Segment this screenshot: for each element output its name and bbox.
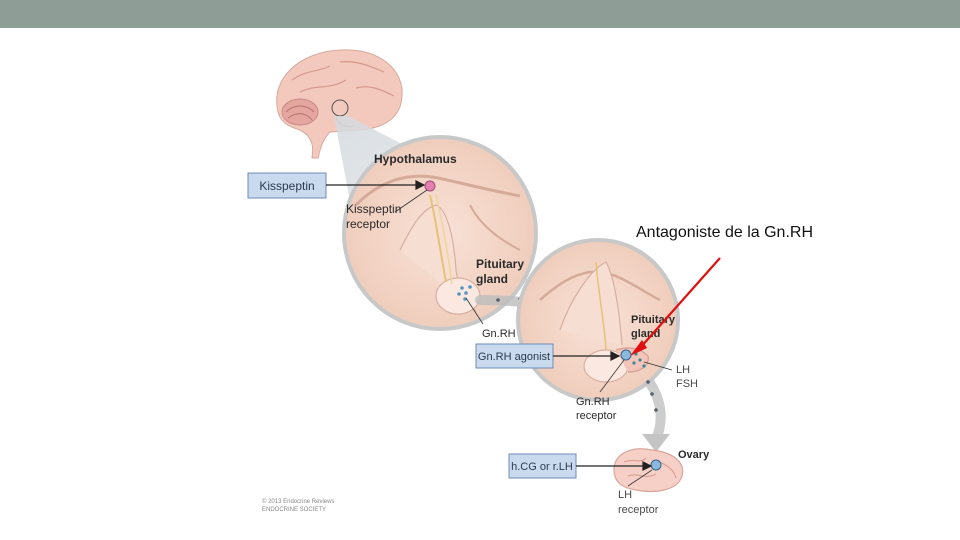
pituitary-b-label-line2: gland xyxy=(631,328,660,340)
copyright-notice: © 2013 Endocrine Reviews ENDOCRINE SOCIE… xyxy=(262,498,334,514)
slide-top-bar xyxy=(0,0,960,28)
copyright-line-1: © 2013 Endocrine Reviews xyxy=(262,499,335,505)
pituitary-b-label-line1: Pituitary xyxy=(631,314,676,326)
lh-fsh-granules xyxy=(632,352,646,368)
gnrh-receptor-label-line2: receptor xyxy=(576,410,617,422)
lh-label: LH xyxy=(676,364,690,376)
hypothalamus-label: Hypothalamus xyxy=(374,152,457,166)
pituitary-circle xyxy=(516,238,680,402)
hcg-box-label: h.CG or r.LH xyxy=(511,461,573,473)
ovary-illustration xyxy=(613,448,684,493)
gnrh-receptor-icon xyxy=(620,349,632,361)
kisspeptin-receptor-label-line1: Kisspeptin xyxy=(346,202,401,216)
antagonist-annotation: Antagoniste de la Gn.RH xyxy=(636,224,813,241)
pituitary-label-line1: Pituitary xyxy=(476,257,524,271)
kisspeptin-receptor-label-line2: receptor xyxy=(346,217,390,231)
gnrh-agonist-box-label: Gn.RH agonist xyxy=(478,351,550,363)
gnrh-agonist-box xyxy=(475,343,554,369)
lh-receptor-label-line1: LH xyxy=(618,489,632,501)
ovary-label: Ovary xyxy=(678,449,710,461)
copyright-line-2: ENDOCRINE SOCIETY xyxy=(262,507,327,513)
hcg-box xyxy=(508,453,577,479)
red-annotation-arrow xyxy=(630,257,721,356)
gnrh-label: Gn.RH xyxy=(482,328,516,340)
fsh-label: FSH xyxy=(676,378,698,390)
lh-receptor-icon xyxy=(650,459,662,471)
gnrh-receptor-label-line1: Gn.RH xyxy=(576,396,610,408)
pituitary-label-line2: gland xyxy=(476,272,508,286)
kisspeptin-box-label: Kisspeptin xyxy=(259,179,314,193)
kisspeptin-receptor-icon xyxy=(424,180,436,192)
lh-receptor-label-line2: receptor xyxy=(618,504,659,516)
